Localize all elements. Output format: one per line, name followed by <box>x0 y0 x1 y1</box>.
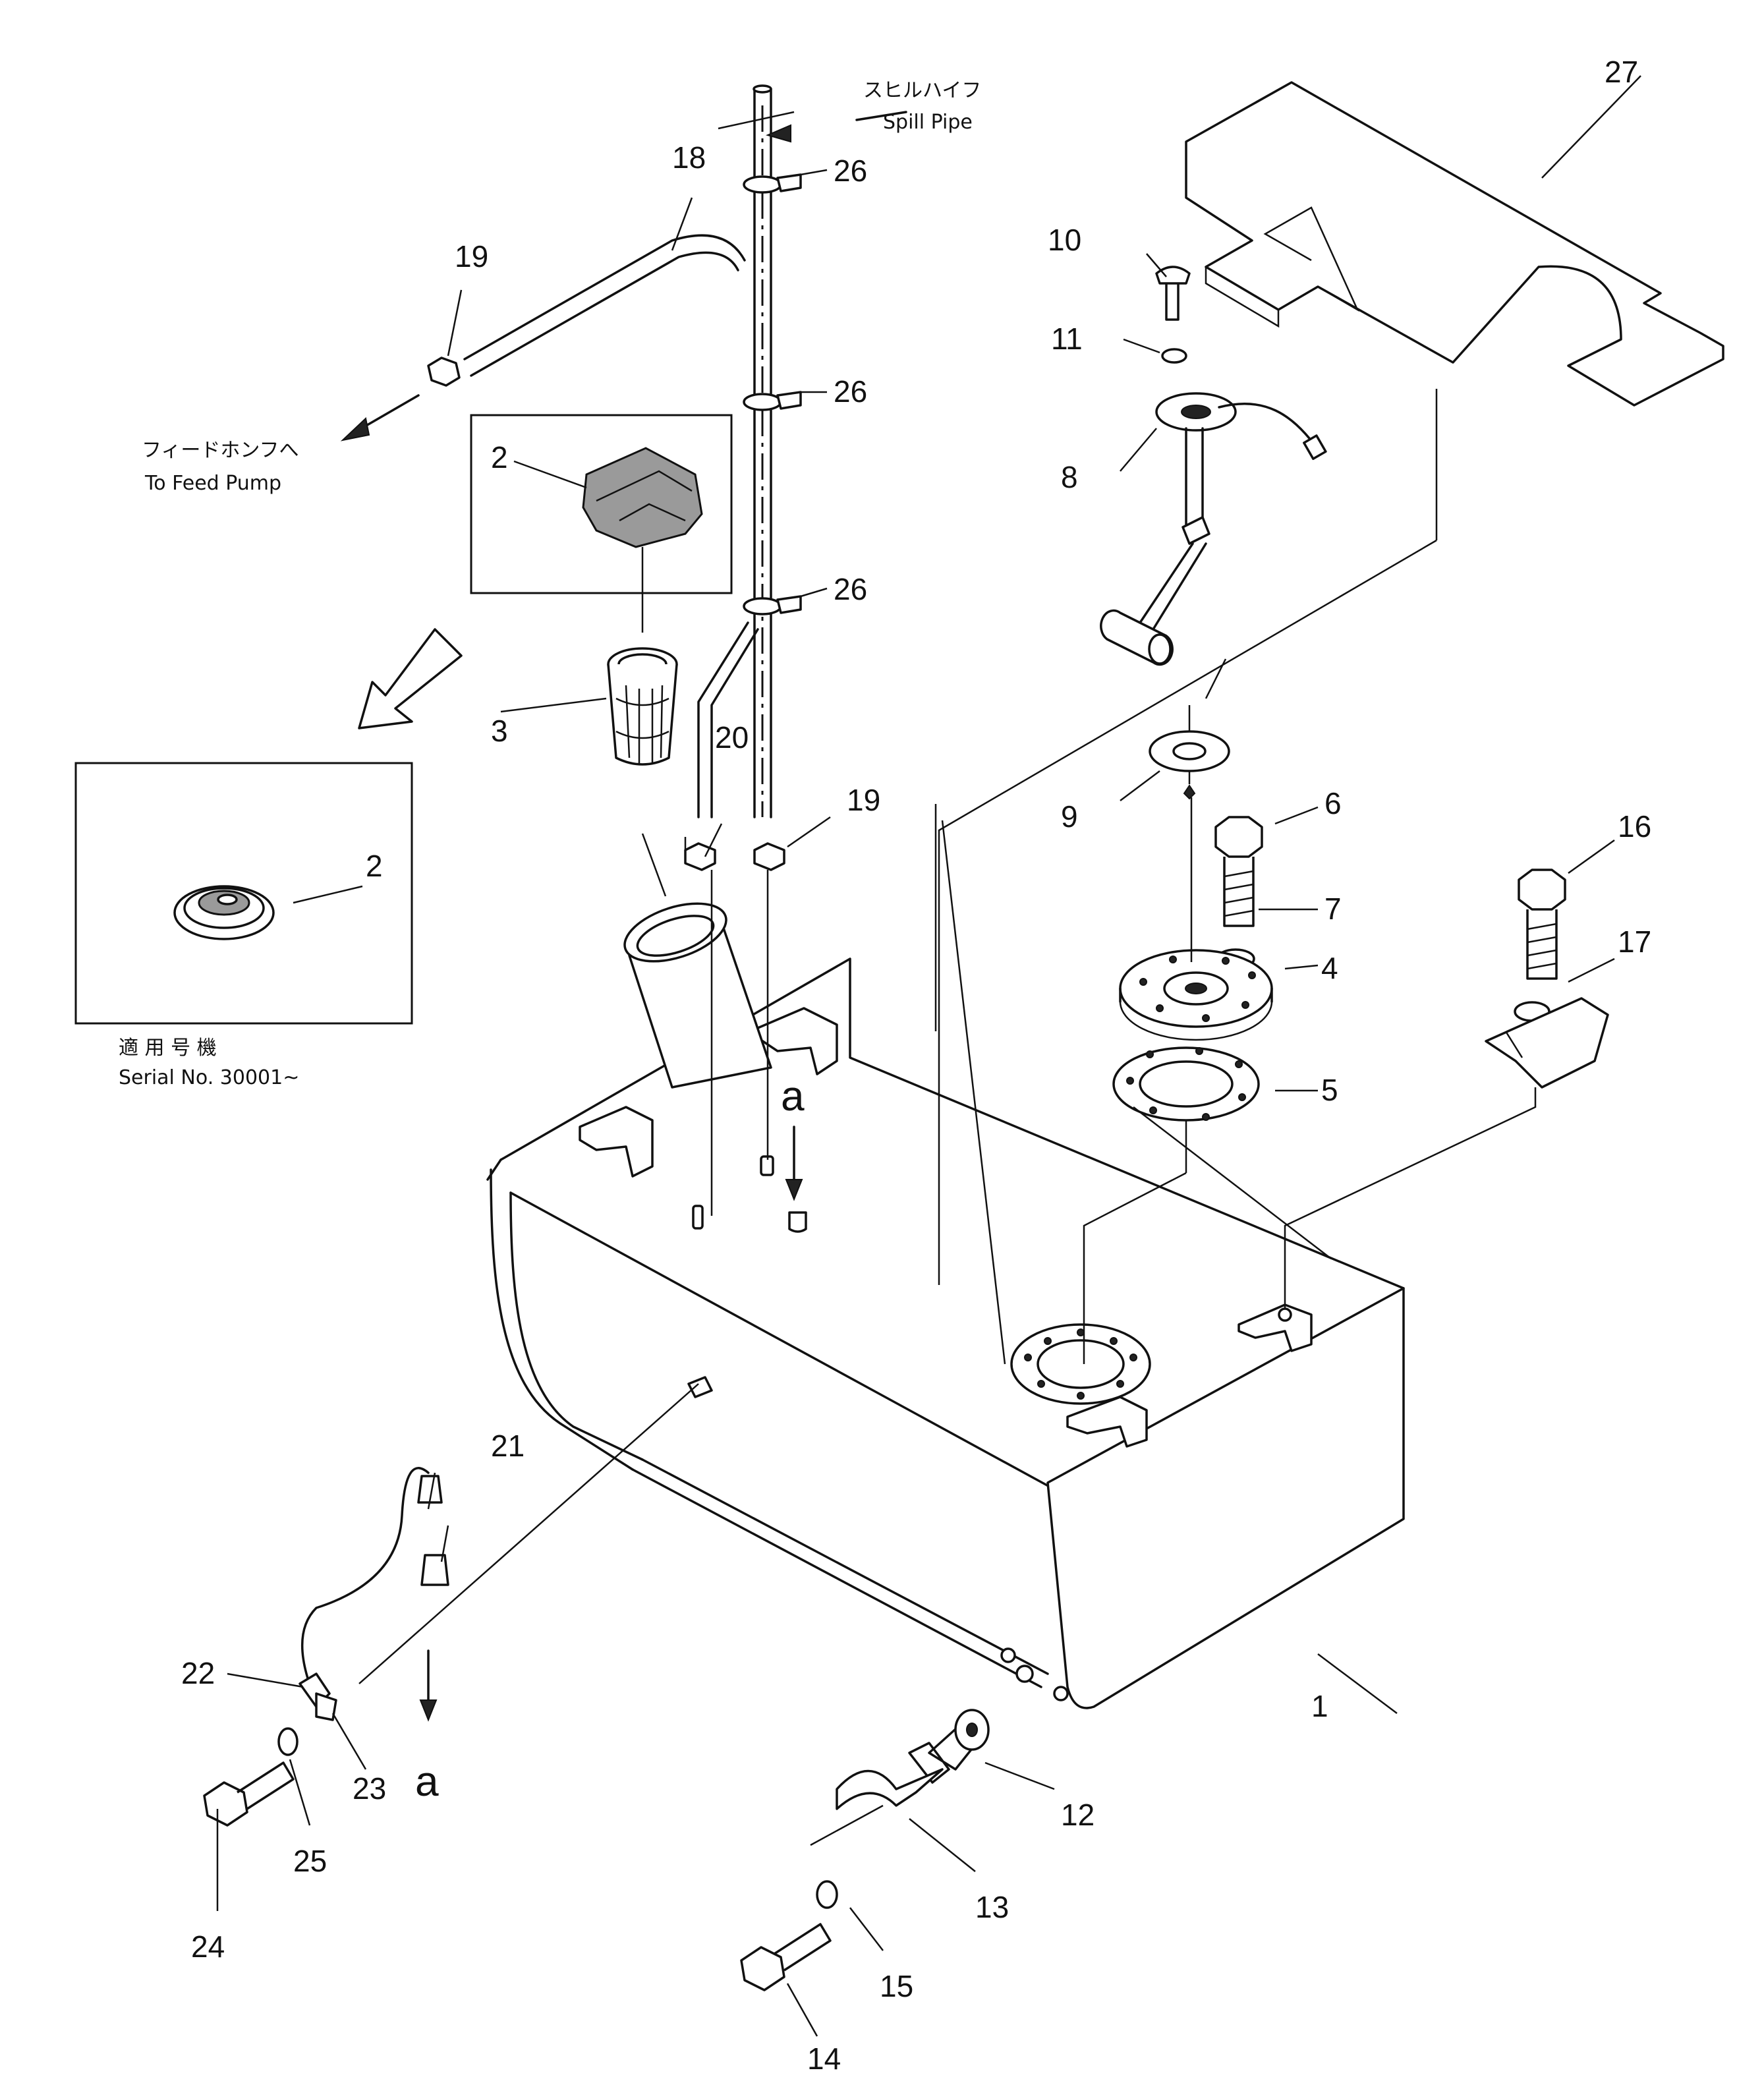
washer-25 <box>277 1727 299 1756</box>
feed-pump-label-jp: フィードホンフへ <box>142 439 299 462</box>
bracket-13 <box>836 1768 944 1810</box>
part-label-15: 15 <box>880 1969 913 2003</box>
part-label-14: 14 <box>807 2041 841 2076</box>
part-label-19: 19 <box>455 239 488 273</box>
arrows <box>340 111 907 1722</box>
sensor-21 <box>300 1467 449 1695</box>
part-label-17: 17 <box>1618 925 1651 959</box>
part-label-2-alt: 2 <box>366 849 383 883</box>
part-number-labels: 1 2 2 3 4 5 6 7 8 9 10 11 12 13 14 15 16… <box>181 55 1651 2076</box>
screw-10 <box>1155 266 1191 321</box>
plate-27 <box>1185 81 1724 407</box>
part-label-1: 1 <box>1311 1689 1328 1723</box>
bracket-c <box>1485 997 1609 1089</box>
bolt-14 <box>740 1923 832 1991</box>
clamp-23 <box>315 1692 337 1721</box>
part-label-4: 4 <box>1321 951 1338 985</box>
filler-cap-2-alt <box>173 885 275 940</box>
part-label-25: 25 <box>293 1844 327 1878</box>
spill-pipe-label-en: Spill Pipe <box>883 111 973 134</box>
flange-bolt-holes <box>1024 1328 1137 1400</box>
part-label-7: 7 <box>1324 892 1342 926</box>
part-label-24: 24 <box>191 1929 225 1964</box>
part-label-18: 18 <box>672 140 706 175</box>
leader-lines <box>216 75 1641 2037</box>
part-label-26-top: 26 <box>834 154 867 188</box>
view-mark-a-bottom: a <box>415 1757 439 1805</box>
bolt-24 <box>203 1761 295 1827</box>
serial-label-jp: 適 用 号 機 <box>119 1037 217 1060</box>
part-label-21: 21 <box>491 1429 525 1463</box>
part-label-10: 10 <box>1048 223 1081 257</box>
part-label-3: 3 <box>491 714 508 748</box>
feed-pump-label-en: To Feed Pump <box>144 472 281 495</box>
part-label-26-low: 26 <box>834 572 867 606</box>
part-label-27: 27 <box>1605 55 1638 89</box>
spill-pipe-label-jp: スヒルハイフ <box>863 79 981 102</box>
spill-pipe <box>753 84 772 818</box>
part-label-22: 22 <box>181 1656 215 1690</box>
part-label-5: 5 <box>1321 1073 1338 1107</box>
part-label-8: 8 <box>1061 460 1078 494</box>
cap-box-2 <box>470 414 733 594</box>
part-label-20: 20 <box>715 720 749 755</box>
part-label-6: 6 <box>1324 786 1342 820</box>
filler-cap-2 <box>582 447 703 548</box>
direction-arrow <box>358 628 463 729</box>
part-label-11: 11 <box>1051 322 1083 356</box>
view-mark-a-top: a <box>781 1072 805 1120</box>
part-label-19-b: 19 <box>847 783 880 817</box>
fuel-tank <box>486 902 1405 1709</box>
washer-15 <box>816 1880 838 1909</box>
part-label-26-mid: 26 <box>834 374 867 409</box>
fuel-level-sender-8 <box>1100 392 1327 666</box>
hose-18 <box>463 234 746 377</box>
bolt-16 <box>1518 869 1566 980</box>
part-label-23: 23 <box>353 1771 386 1806</box>
clamps-26 <box>743 173 802 615</box>
washer-11 <box>1161 348 1187 364</box>
bolt-6 <box>1214 816 1263 927</box>
part-label-16: 16 <box>1618 809 1651 843</box>
part-label-12: 12 <box>1061 1798 1095 1832</box>
flange-4 <box>1119 949 1273 1041</box>
hose-20 <box>697 621 759 818</box>
part-label-9: 9 <box>1061 799 1078 834</box>
serial-label-en: Serial No. 30001~ <box>119 1066 299 1089</box>
clip-19 <box>753 842 785 871</box>
clip-19-top <box>427 357 461 387</box>
strainer-3 <box>607 647 678 766</box>
serial-box <box>74 762 413 1025</box>
part-label-2: 2 <box>491 440 508 474</box>
part-label-13: 13 <box>975 1890 1009 1924</box>
